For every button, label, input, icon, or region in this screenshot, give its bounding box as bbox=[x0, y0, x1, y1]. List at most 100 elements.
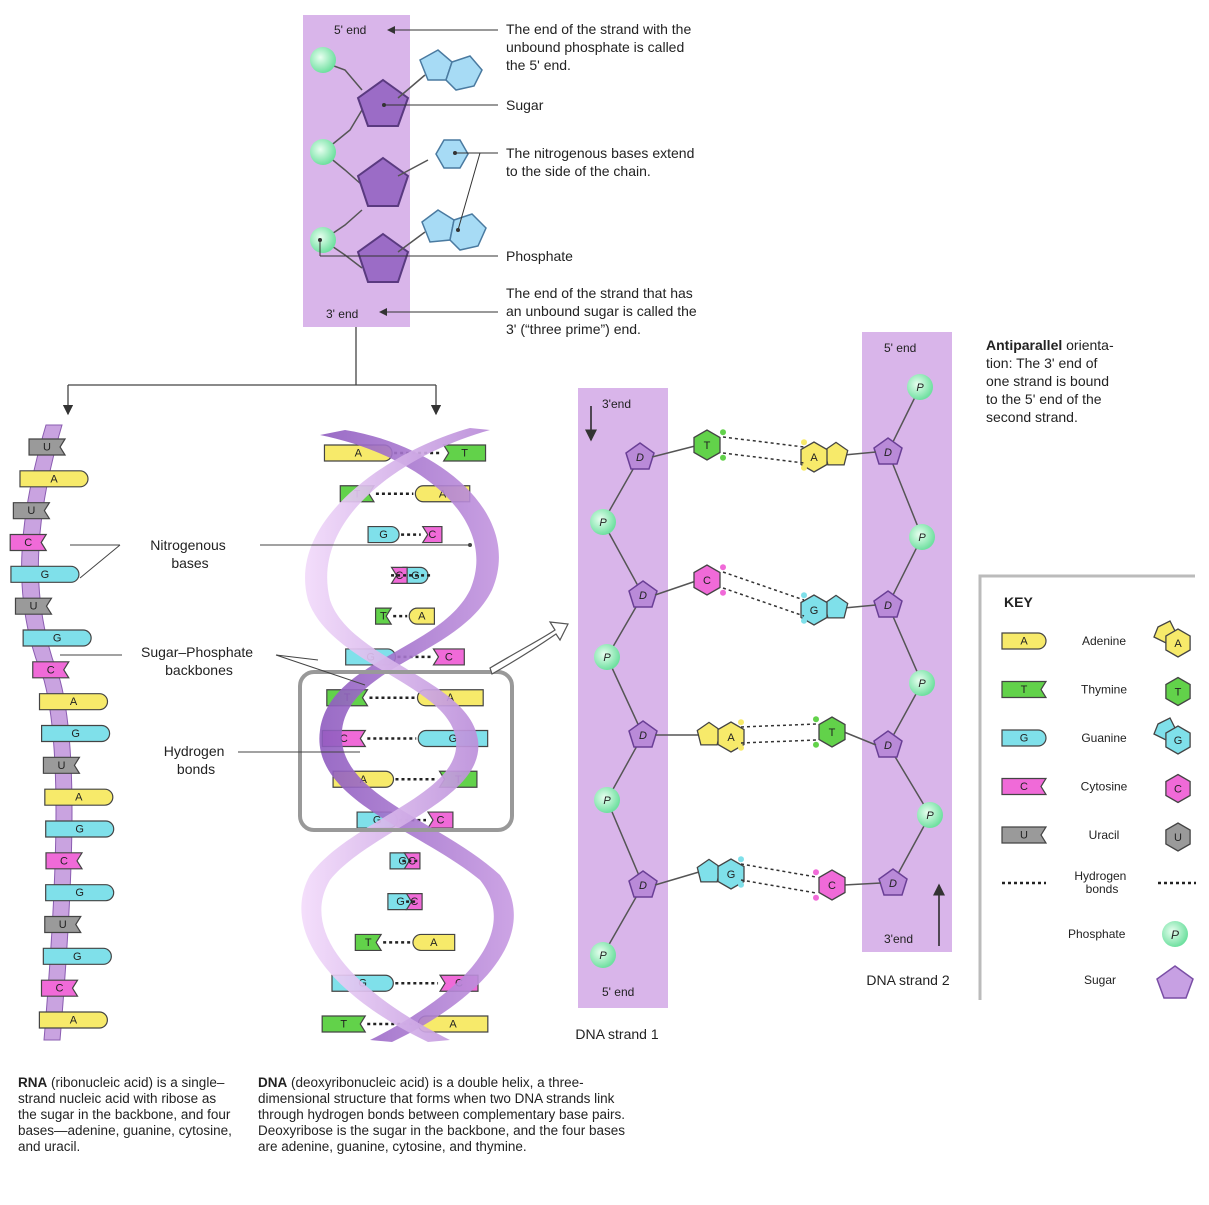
key-shape-letter: C bbox=[1174, 784, 1182, 796]
base-letter: C bbox=[1020, 781, 1028, 793]
base-letter: A bbox=[1020, 636, 1028, 648]
rna-base-C: C bbox=[9, 533, 48, 552]
key-sugar-label: Sugar bbox=[1084, 973, 1116, 987]
phosphate-icon bbox=[310, 47, 336, 73]
base-letter: A bbox=[50, 473, 58, 485]
key-phosphate-letter: P bbox=[1171, 928, 1179, 942]
bases-description: The nitrogenous bases extend to the side… bbox=[506, 145, 698, 179]
base-letter: G bbox=[396, 896, 405, 908]
key-hexagon-icon bbox=[1165, 725, 1191, 755]
base-letter: A bbox=[449, 1019, 457, 1031]
base-letter: C bbox=[445, 651, 453, 663]
strand-2-top-label: 5' end bbox=[884, 341, 916, 355]
top-base-links bbox=[397, 74, 429, 253]
key-item-label: Guanine bbox=[1081, 731, 1127, 745]
sugar-pentagon-icon bbox=[356, 78, 410, 127]
key-phosphate-label: Phosphate bbox=[1068, 927, 1126, 941]
base-letter: U bbox=[59, 919, 67, 931]
dna-base-T: T bbox=[442, 444, 487, 462]
dna-caption: DNA (deoxyribonucleic acid) is a double … bbox=[258, 1075, 646, 1155]
key-hexagon-icon bbox=[1165, 676, 1191, 707]
base-letter: T bbox=[380, 611, 387, 623]
key-hbond-label: Hydrogen bonds bbox=[1074, 869, 1129, 896]
base-letter: A bbox=[75, 792, 83, 804]
key-tab-G: G bbox=[1001, 729, 1047, 747]
base-letter: G bbox=[727, 869, 736, 881]
base-letter: C bbox=[56, 983, 64, 995]
sugar-pentagon-icon bbox=[356, 232, 410, 283]
nitrogenous-bases-label: Nitrogenous bases bbox=[150, 537, 229, 571]
phosphate-icon: P bbox=[909, 524, 935, 550]
purine-base-icon bbox=[421, 209, 455, 243]
phosphate-letter: P bbox=[603, 795, 611, 807]
key-shape-letter: G bbox=[1174, 735, 1183, 747]
sugar-letter: D bbox=[639, 590, 647, 602]
rna-caption-text: (ribonucleic acid) is a single–strand nu… bbox=[18, 1075, 232, 1154]
key-item-guanine: G Guanine G bbox=[1001, 717, 1191, 755]
dna-base-pair: GC bbox=[389, 566, 431, 584]
phosphate-letter: P bbox=[599, 517, 607, 529]
phosphate-icon: P bbox=[594, 787, 620, 813]
rna-base-A: A bbox=[38, 1011, 108, 1029]
base-letter: U bbox=[57, 760, 65, 772]
strand-2-name: DNA strand 2 bbox=[866, 972, 949, 988]
strand-base-C: C bbox=[818, 869, 846, 901]
phosphate-icon: P bbox=[907, 374, 933, 400]
base-letter: T bbox=[340, 1019, 347, 1031]
strand-1-top-label: 3'end bbox=[602, 397, 631, 411]
dna-base-pair: GC bbox=[389, 852, 421, 870]
strand-base-G: G bbox=[800, 594, 849, 626]
strand-1-panel bbox=[578, 388, 668, 1008]
base-letter: A bbox=[70, 1015, 78, 1027]
phosphate-letter: P bbox=[916, 382, 924, 394]
base-letter: C bbox=[428, 529, 436, 541]
sugar-pentagon-icon: D bbox=[628, 580, 658, 608]
key-item-cytosine: C Cytosine C bbox=[1001, 773, 1191, 804]
base-letter: G bbox=[75, 824, 84, 836]
sugar-letter: D bbox=[639, 730, 647, 742]
phosphate-letter: P bbox=[918, 678, 926, 690]
base-letter: A bbox=[70, 696, 78, 708]
rna-base-G: G bbox=[10, 565, 80, 583]
base-letter: G bbox=[810, 605, 819, 617]
rna-base-A: A bbox=[44, 788, 114, 806]
top-backbone bbox=[322, 61, 363, 269]
sugar-pentagon-icon: D bbox=[873, 437, 903, 465]
key-hexagon-icon bbox=[1165, 773, 1191, 804]
hydrogen-bond bbox=[720, 429, 807, 471]
key-tab-U: U bbox=[1001, 826, 1048, 844]
key-shape-letter: T bbox=[1175, 687, 1182, 699]
hydrogen-bonds-label: Hydrogen bonds bbox=[164, 743, 229, 777]
phosphate-icon bbox=[1162, 921, 1188, 947]
hydrogen-bond bbox=[738, 856, 819, 901]
key-item-label: Uracil bbox=[1089, 828, 1120, 842]
split-connector bbox=[68, 327, 436, 386]
base-letter: G bbox=[73, 951, 82, 963]
key-tab-A: A bbox=[1001, 632, 1047, 650]
key-tab-T: T bbox=[1001, 680, 1048, 699]
sugar-pentagon-icon bbox=[1156, 965, 1194, 999]
rna-base-U: U bbox=[12, 502, 51, 520]
phosphate-icon bbox=[310, 227, 336, 253]
purine-base-icon bbox=[445, 55, 483, 91]
strand-base-T: T bbox=[818, 716, 846, 748]
top-three-end: 3' end bbox=[326, 307, 358, 321]
phosphate-letter: P bbox=[918, 532, 926, 544]
rna-base-C: C bbox=[45, 852, 84, 870]
base-letter: G bbox=[1020, 733, 1029, 745]
dna-caption-text: (deoxyribonucleic acid) is a double heli… bbox=[258, 1075, 625, 1154]
zoom-arrow bbox=[489, 621, 569, 675]
phosphate-icon bbox=[310, 139, 336, 165]
zoom-box bbox=[298, 670, 514, 832]
rna-base-G: G bbox=[41, 724, 111, 743]
base-letter: G bbox=[53, 633, 62, 645]
key-item-label: Cytosine bbox=[1081, 780, 1128, 794]
base-letter: U bbox=[43, 442, 51, 454]
rna-caption: RNA (ribonucleic acid) is a single–stran… bbox=[18, 1075, 238, 1155]
phosphate-icon: P bbox=[594, 644, 620, 670]
sugar-letter: D bbox=[884, 600, 892, 612]
key-title: KEY bbox=[1004, 594, 1033, 610]
rna-base-C: C bbox=[32, 661, 70, 679]
